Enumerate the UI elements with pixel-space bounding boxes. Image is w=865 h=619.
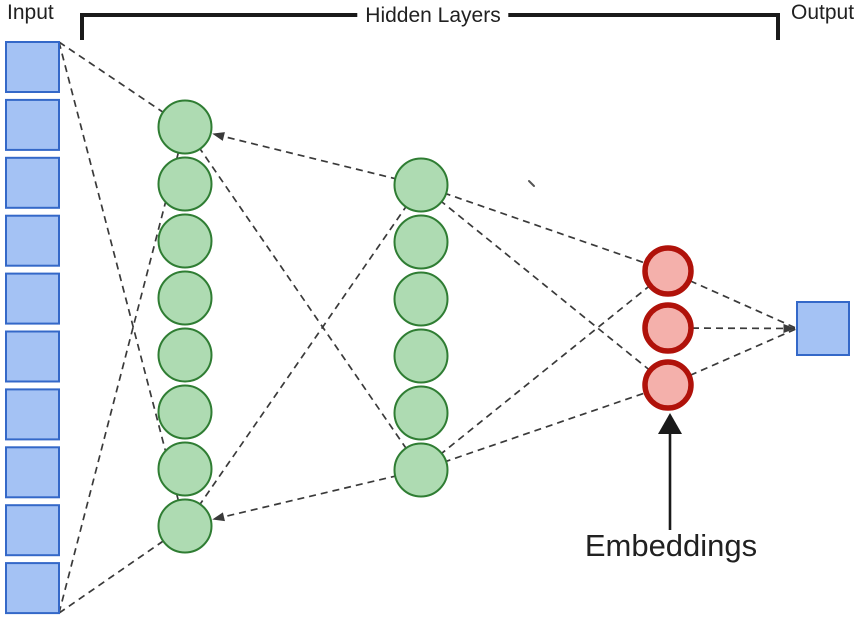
connection-line <box>184 126 422 471</box>
stray-mark <box>528 180 535 187</box>
connection-line <box>420 384 669 471</box>
input-node <box>5 446 60 499</box>
connection-arrowhead-icon <box>212 132 225 141</box>
output-layer-label: Output <box>791 1 855 24</box>
input-node <box>5 98 60 151</box>
connection-line <box>184 126 422 186</box>
hidden1-node <box>157 384 213 440</box>
input-node <box>5 330 60 383</box>
connection-line <box>184 469 422 527</box>
hidden1-node <box>157 498 213 554</box>
hidden-layers-label: Hidden Layers <box>357 4 509 28</box>
input-node <box>5 156 60 209</box>
input-node <box>5 41 60 93</box>
hidden1-node <box>157 441 213 497</box>
hidden2-node <box>393 442 449 498</box>
embeddings-node <box>642 245 694 297</box>
output-node <box>796 301 850 356</box>
input-node <box>5 388 60 441</box>
embeddings-node <box>642 359 694 411</box>
hidden2-node <box>393 385 449 441</box>
connection-line <box>58 525 186 614</box>
input-layer-label: Input <box>7 1 54 24</box>
hidden1-node <box>157 327 213 383</box>
hidden2-node <box>393 214 449 270</box>
connection-line <box>420 184 669 386</box>
hidden1-node <box>157 99 213 155</box>
embeddings-label: Embeddings <box>584 528 758 563</box>
input-node <box>5 272 60 325</box>
embeddings-pointer-arrowhead-icon <box>658 413 682 434</box>
connection-arrowhead-icon <box>212 512 225 522</box>
hidden1-node <box>157 213 213 269</box>
input-node <box>5 562 60 615</box>
hidden2-node <box>393 271 449 327</box>
connection-arrowhead-icon <box>783 323 796 333</box>
input-node <box>5 504 60 557</box>
hidden1-node <box>157 270 213 326</box>
connection-line <box>420 184 669 272</box>
hidden2-node <box>393 328 449 384</box>
connection-line <box>667 327 798 330</box>
connection-line <box>420 270 669 471</box>
input-node <box>5 214 60 267</box>
hidden2-node <box>393 157 449 213</box>
hidden1-node <box>157 156 213 212</box>
embeddings-node <box>642 302 694 354</box>
connection-line <box>184 184 422 527</box>
